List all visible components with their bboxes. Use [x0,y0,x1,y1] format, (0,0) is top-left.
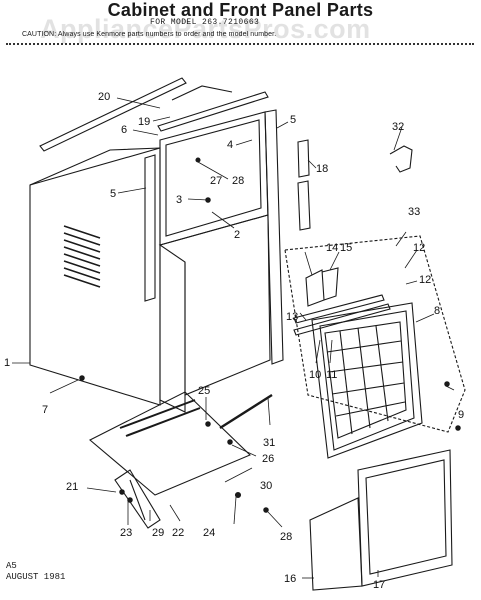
callout-label: 14 [326,242,338,254]
callout-label: 19 [138,116,150,128]
callout-label: 18 [316,163,328,175]
rod-part-31 [219,393,273,430]
callout-label: 30 [260,480,272,492]
callout-label: 11 [326,369,337,381]
callout-label: 33 [408,206,420,218]
side-panel-part-16 [309,497,363,591]
side-strip-part-5-right [264,109,284,365]
callout-label: 4 [227,139,233,151]
top-rail-part-19 [157,85,269,132]
trim-strip-part-18 [297,139,311,231]
callout-label: 16 [284,573,296,585]
bracket-part-32 [389,145,413,173]
callout-label: 32 [392,121,404,133]
callout-label: 22 [172,527,184,539]
callout-labels: 20 19 6 4 5 27 28 3 2 5 18 32 33 14 15 1… [4,91,464,591]
footer-code: A5 [6,561,17,571]
top-rail-part-20 [39,77,187,152]
callout-label: 13 [286,311,298,323]
cabinet-shell-part-1 [29,147,161,406]
callout-label: 5 [290,114,296,126]
callout-label: 8 [434,305,440,317]
callout-label: 10 [309,369,321,381]
callout-label: 12 [419,274,431,286]
callout-label: 29 [152,527,164,539]
callout-label: 5 [110,188,116,200]
front-shell-part-2 [158,214,271,413]
base-leg-parts-21-22-29 [114,469,161,529]
callout-label: 15 [340,242,352,254]
callout-label: 12 [413,242,425,254]
callout-label: 1 [4,357,10,369]
callout-label: 27 [210,175,222,187]
callout-label: 23 [120,527,132,539]
callout-label: 31 [263,437,275,449]
footer-date: AUGUST 1981 [6,572,66,582]
header-divider [6,43,474,45]
callout-label: 21 [66,481,78,493]
callout-label: 9 [458,409,464,421]
callout-label: 3 [176,194,182,206]
front-panel-group-part-33 [284,235,466,433]
base-pan-part-30 [89,391,251,496]
front-grille-part-8 [311,302,423,459]
callout-label: 28 [280,531,292,543]
callout-label: 25 [198,385,210,397]
callout-label: 26 [262,453,274,465]
watermark: AppliancePartsPros.com [40,14,371,44]
page-title: Cabinet and Front Panel Parts [107,0,374,20]
callout-label: 6 [121,124,127,136]
callout-label: 17 [373,579,385,591]
callout-label: 7 [42,404,48,416]
side-panel-part-17 [357,449,453,587]
callout-label: 28 [232,175,244,187]
model-line: FOR MODEL 263.7210663 [150,18,260,27]
side-strip-part-5 [144,154,156,302]
callout-label: 24 [203,527,215,539]
caution-note: CAUTION: Always use Kenmore parts number… [22,31,277,38]
fasteners [79,157,461,513]
leader-lines [12,97,455,579]
callout-label: 2 [234,229,240,241]
louver-parts-14-15 [305,267,339,307]
callout-label: 20 [98,91,110,103]
